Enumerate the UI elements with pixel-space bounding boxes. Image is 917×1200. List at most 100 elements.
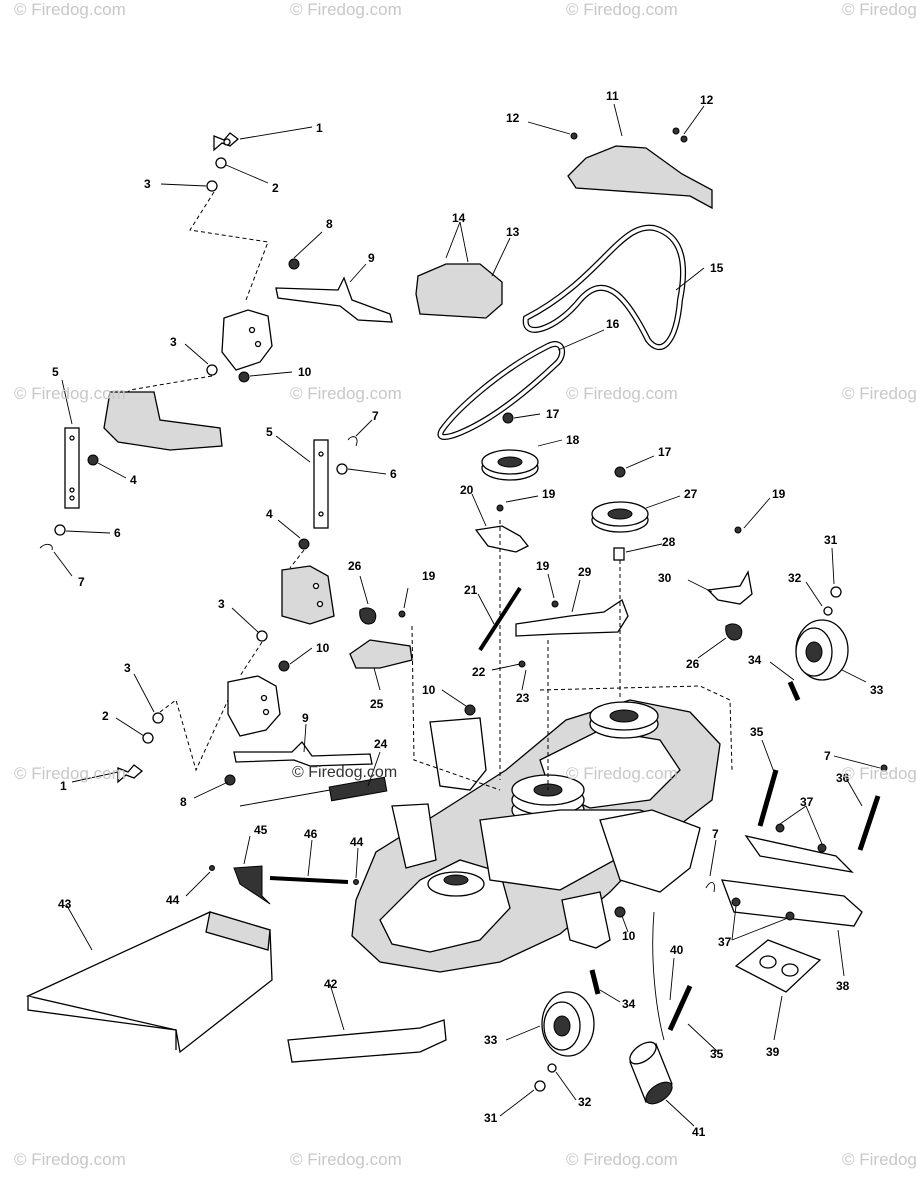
callout-label: 35 [750,725,764,739]
washer-lower [142,732,154,744]
callout-label: 43 [58,897,72,911]
callout-label: 19 [536,559,550,573]
callout-label: 2 [272,181,279,195]
callout-label: 40 [670,943,684,957]
watermark-text: © Firedog.com [566,1150,678,1169]
callout-label: 26 [348,559,362,573]
discharge-chute [25,911,273,1054]
nut-lower [224,774,236,786]
deck-mount-right [561,809,701,949]
callout-label: 8 [180,795,187,809]
callout-label: 12 [506,111,520,125]
cap-31-right [830,586,842,598]
chute-deflector [287,1019,447,1063]
bracket-mid [281,565,335,625]
watermark-text: © Firedog.com [290,1150,402,1169]
nut-37-b [817,843,827,853]
callout-label: 9 [302,711,309,725]
spacer-lower [152,712,164,724]
belt-main [522,224,687,351]
hairpin-7-right [705,882,715,893]
callout-label: 3 [144,177,151,191]
clip-44-right [353,879,359,885]
callout-label: 20 [460,483,474,497]
callout-label: 28 [662,535,676,549]
deck-lift-link-upper [275,276,393,323]
callout-label: 2 [102,709,109,723]
locknut-upper [238,371,250,383]
watermark-text: © Firedog.com [842,764,917,783]
callout-label: 15 [710,261,724,275]
callout-label: 10 [298,365,312,379]
callout-label: 26 [686,657,700,671]
screw-left [570,132,578,140]
bushing [613,547,625,561]
wheel-bolt-lower [589,969,601,995]
callout-label: 37 [800,795,814,809]
spacer-upper [206,180,218,192]
nut-37-c [731,897,741,907]
spacer-mid3 [256,630,268,642]
callout-label: 10 [422,683,436,697]
callout-label: 10 [622,929,636,943]
bolt-19-right [734,526,742,534]
hairpin-mid [347,436,358,447]
idler-arm-left [474,504,530,553]
callout-label: 18 [566,433,580,447]
locknut-deck-right [614,906,626,918]
callout-label: 44 [166,893,180,907]
callout-labels: 1 2 3 3 5 4 6 7 8 9 10 5 7 6 4 3 10 3 2 … [52,89,884,1139]
watermark-text: © Firedog.com [290,0,402,19]
watermark-text: © Firedog.com [842,384,917,403]
axle-bolt-35-right [757,769,779,827]
spacer-mid [206,364,218,376]
leader-lines [53,103,881,1127]
spacer-left [54,524,66,536]
callout-label: 4 [130,473,137,487]
watermark-text: © Firedog.com [566,764,678,783]
nut-pulley-right [614,466,626,478]
spacer-mid2 [336,463,348,475]
bolt-19-mid [398,610,406,618]
idler-arm-long [515,599,629,637]
callout-label: 42 [324,977,338,991]
callout-label: 30 [658,571,672,585]
wing-knob-upper [213,132,240,152]
pulley-guard [415,263,503,319]
callout-label: 7 [372,409,379,423]
hairpin-left [39,543,53,551]
callout-label: 33 [870,683,884,697]
callout-label: 19 [772,487,786,501]
locknut-mid2 [278,660,290,672]
callout-label: 14 [452,211,466,225]
wheel-bracket-lower [721,879,863,927]
hanger-strap-mid [313,439,329,529]
roller [629,1041,673,1105]
deck-bracket-left [391,717,487,869]
callout-label: 8 [326,217,333,231]
spindle-right [589,701,659,739]
washer-32-right [823,606,833,616]
hinge-rod [269,876,349,884]
watermark-text: © Firedog.com [14,0,126,19]
callout-label: 25 [370,697,384,711]
callout-label: 39 [766,1045,780,1059]
locknut-left [87,454,99,466]
watermark-text: © Firedog.com [290,384,402,403]
callout-label: 3 [124,661,131,675]
gauge-wheel-right [795,619,849,681]
callout-label: 34 [748,653,762,667]
callout-label: 21 [464,583,478,597]
callout-label: 19 [422,569,436,583]
callout-label: 3 [170,335,177,349]
washer-32-lower [547,1063,557,1073]
idler-pulley-right [591,501,649,533]
callout-label: 1 [60,779,67,793]
callout-label: 24 [374,737,388,751]
callout-label: 7 [712,827,719,841]
watermark-text: © Firedog.com [842,1150,917,1169]
axle-bolt-35-lower [667,984,693,1032]
callout-label: 36 [836,771,850,785]
locknut-deck [464,704,476,716]
